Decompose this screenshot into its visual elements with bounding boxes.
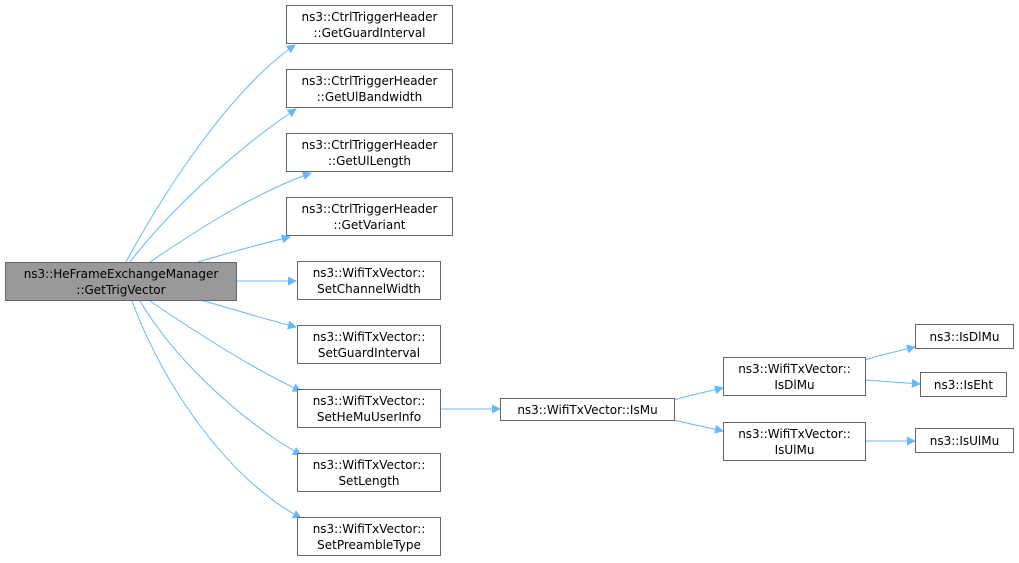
node-is-dl-mu-member[interactable]: ns3::WifiTxVector:: IsDlMu — [723, 357, 866, 396]
node-label: ns3::IsDlMu — [929, 329, 1000, 344]
node-label-line1: ns3::CtrlTriggerHeader — [301, 9, 438, 24]
node-set-channel-width[interactable]: ns3::WifiTxVector:: SetChannelWidth — [297, 261, 441, 300]
node-label-line1: ns3::WifiTxVector:: — [312, 457, 426, 472]
node-root-get-trig-vector: ns3::HeFrameExchangeManager ::GetTrigVec… — [5, 262, 237, 301]
node-label-line1: ns3::HeFrameExchangeManager — [23, 266, 219, 281]
node-get-ul-bandwidth[interactable]: ns3::CtrlTriggerHeader ::GetUlBandwidth — [286, 69, 453, 108]
node-label-line2: SetLength — [338, 473, 400, 488]
node-label-line1: ns3::WifiTxVector:: — [312, 265, 426, 280]
node-label-line2: ::GetUlBandwidth — [316, 89, 423, 104]
node-label-line2: SetGuardInterval — [317, 345, 421, 360]
edge-to-is-dl-mu — [864, 344, 916, 361]
node-label-line2: ::GetUlLength — [328, 153, 411, 168]
edge-to-get-ul-bandwidth — [129, 108, 297, 263]
node-label-line1: ns3::CtrlTriggerHeader — [301, 201, 438, 216]
node-label-line2: IsDlMu — [774, 377, 815, 392]
node-label-line1: ns3::WifiTxVector:: — [312, 393, 426, 408]
edge-to-get-variant — [197, 234, 291, 263]
node-label-line2: SetChannelWidth — [317, 281, 421, 296]
node-label: ns3::IsUlMu — [929, 433, 1000, 448]
node-set-guard-interval[interactable]: ns3::WifiTxVector:: SetGuardInterval — [297, 325, 441, 364]
node-label: ns3::WifiTxVector::IsMu — [517, 402, 658, 417]
node-is-ul-mu-member[interactable]: ns3::WifiTxVector:: IsUlMu — [723, 422, 866, 461]
node-is-eht[interactable]: ns3::IsEht — [920, 372, 1007, 397]
edge-to-set-length — [139, 300, 302, 456]
node-label-line1: ns3::WifiTxVector:: — [738, 426, 851, 441]
node-label-line1: ns3::CtrlTriggerHeader — [301, 73, 438, 88]
node-is-mu[interactable]: ns3::WifiTxVector::IsMu — [500, 398, 675, 421]
edge-to-is-ul-mu-member — [673, 419, 724, 434]
node-set-length[interactable]: ns3::WifiTxVector:: SetLength — [297, 453, 441, 492]
node-label-line2: IsUlMu — [774, 442, 815, 457]
node-label: ns3::IsEht — [933, 377, 994, 392]
node-set-he-mu-user-info[interactable]: ns3::WifiTxVector:: SetHeMuUserInfo — [297, 389, 441, 428]
node-label-line2: ::GetTrigVector — [76, 282, 166, 297]
node-label-line2: ::GetGuardInterval — [313, 25, 426, 40]
edge-to-get-ul-length — [149, 171, 312, 263]
node-set-preamble-type[interactable]: ns3::WifiTxVector:: SetPreambleType — [297, 517, 441, 556]
node-label-line2: SetPreambleType — [317, 537, 421, 552]
node-label-line2: SetHeMuUserInfo — [316, 409, 422, 424]
node-get-ul-length[interactable]: ns3::CtrlTriggerHeader ::GetUlLength — [286, 133, 453, 172]
node-label-line1: ns3::CtrlTriggerHeader — [301, 137, 438, 152]
edge-to-get-guard-interval — [125, 44, 296, 263]
node-is-dl-mu[interactable]: ns3::IsDlMu — [915, 324, 1014, 349]
edge-to-is-eht — [864, 378, 921, 388]
edge-to-set-preamble-type — [131, 300, 302, 519]
node-is-ul-mu[interactable]: ns3::IsUlMu — [915, 428, 1014, 453]
node-label-line1: ns3::WifiTxVector:: — [738, 361, 851, 376]
node-label-line2: ::GetVariant — [333, 217, 406, 232]
node-get-variant[interactable]: ns3::CtrlTriggerHeader ::GetVariant — [286, 197, 453, 236]
edge-to-set-guard-interval — [199, 299, 297, 330]
node-label-line1: ns3::WifiTxVector:: — [312, 329, 426, 344]
node-get-guard-interval[interactable]: ns3::CtrlTriggerHeader ::GetGuardInterva… — [286, 5, 453, 44]
node-label-line1: ns3::WifiTxVector:: — [312, 521, 426, 536]
edge-to-is-dl-mu-member — [673, 385, 724, 401]
edge-to-set-he-mu-user-info — [149, 300, 302, 392]
